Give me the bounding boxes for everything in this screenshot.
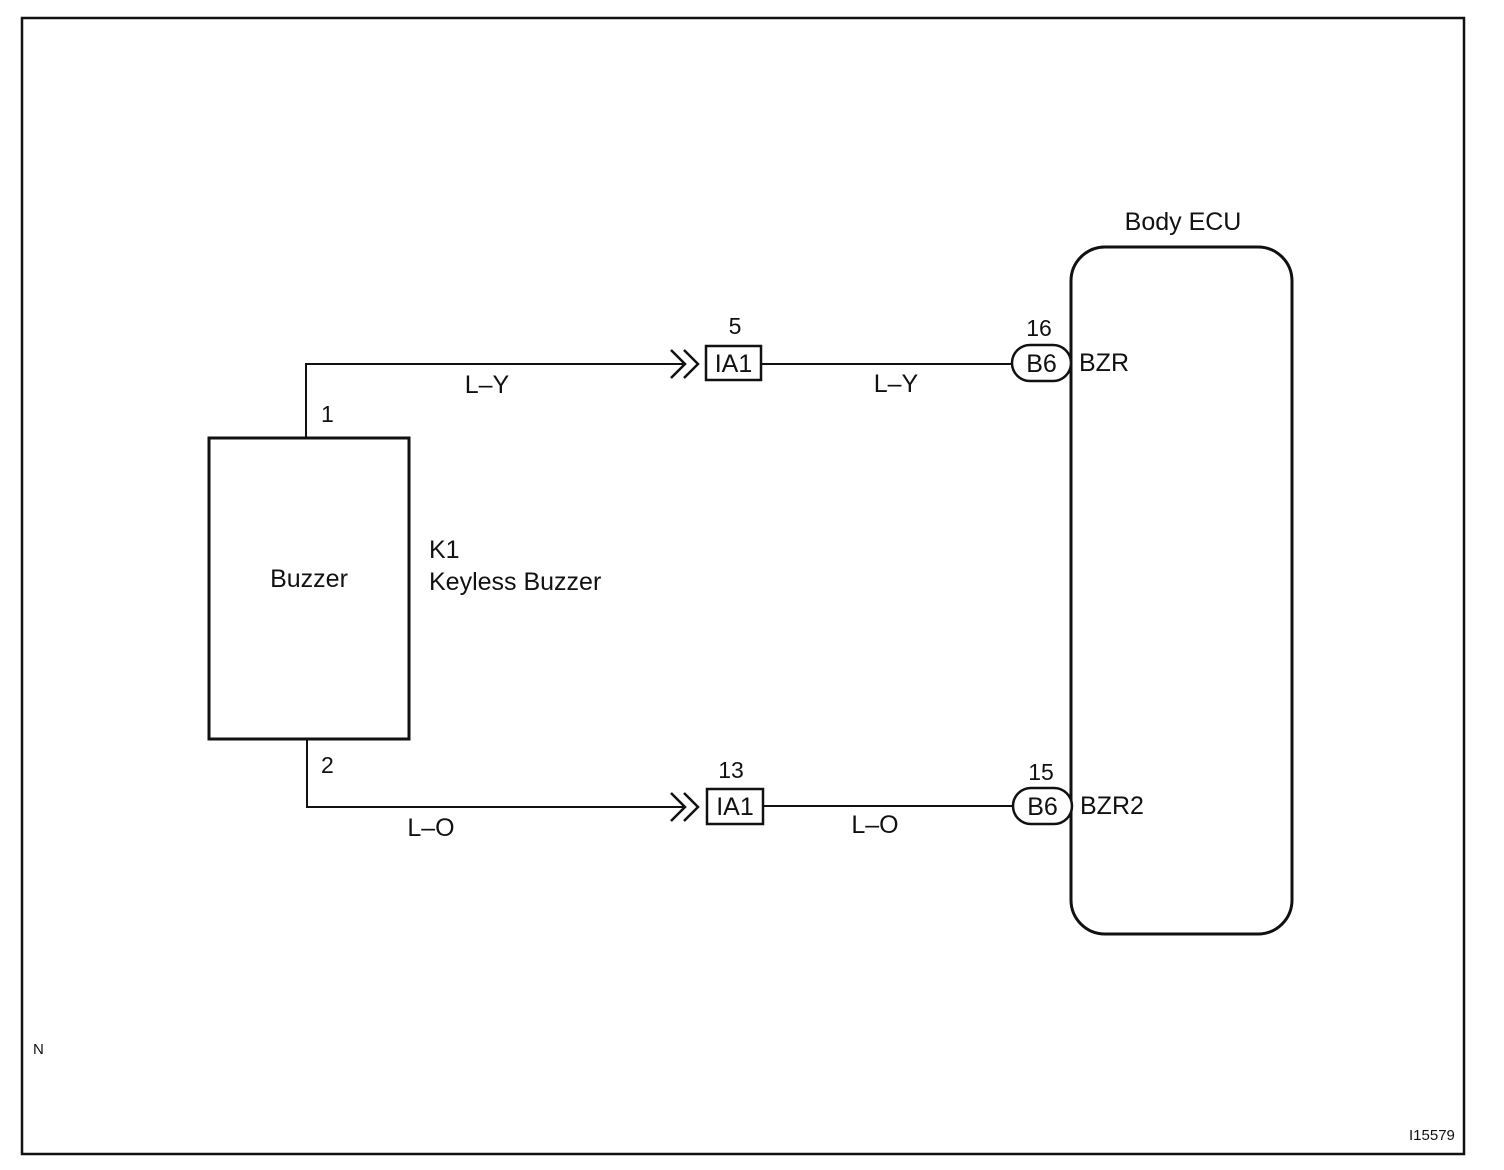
wire-color-top-left: L–Y [465, 371, 510, 399]
junction-pin-bottom: 13 [718, 757, 744, 783]
junction-arrow-top-2 [683, 349, 700, 379]
body-ecu-box [1069, 245, 1294, 936]
junction-arrow-bottom [670, 792, 687, 822]
buzzer-label: Buzzer [270, 565, 348, 593]
ecu-connector-top [1010, 343, 1073, 383]
junction-arrow-bottom-2 [683, 792, 700, 822]
wire-color-bottom-right: L–O [851, 811, 898, 839]
wire-top-left [305, 363, 683, 438]
figure-id: I15579 [1409, 1127, 1455, 1144]
buzzer-pin-1: 1 [321, 401, 334, 427]
ecu-connector-bottom-label: B6 [1027, 793, 1058, 821]
ecu-pin-bottom: 15 [1028, 759, 1054, 785]
ecu-connector-top-label: B6 [1026, 350, 1057, 378]
ecu-pin-top: 16 [1026, 315, 1052, 341]
junction-box-bottom [705, 787, 765, 826]
corner-mark: N [33, 1041, 44, 1058]
wire-color-bottom-left: L–O [407, 814, 454, 842]
junction-box-top [704, 344, 763, 382]
junction-pin-top: 5 [729, 313, 742, 339]
buzzer-pin-2: 2 [321, 752, 334, 778]
wire-color-top-right: L–Y [874, 370, 919, 398]
buzzer-code: K1 [429, 536, 460, 564]
ecu-terminal-top: BZR [1079, 349, 1129, 377]
junction-label-top: IA1 [715, 350, 753, 378]
junction-arrow-top [670, 349, 687, 379]
buzzer-name: Keyless Buzzer [429, 568, 601, 596]
ecu-connector-bottom [1011, 786, 1074, 826]
body-ecu-title: Body ECU [1125, 208, 1242, 236]
wire-bottom-left [306, 739, 683, 808]
buzzer-box [207, 436, 411, 741]
junction-label-bottom: IA1 [716, 793, 754, 821]
diagram-frame [20, 16, 1466, 1156]
ecu-terminal-bottom: BZR2 [1080, 792, 1144, 820]
